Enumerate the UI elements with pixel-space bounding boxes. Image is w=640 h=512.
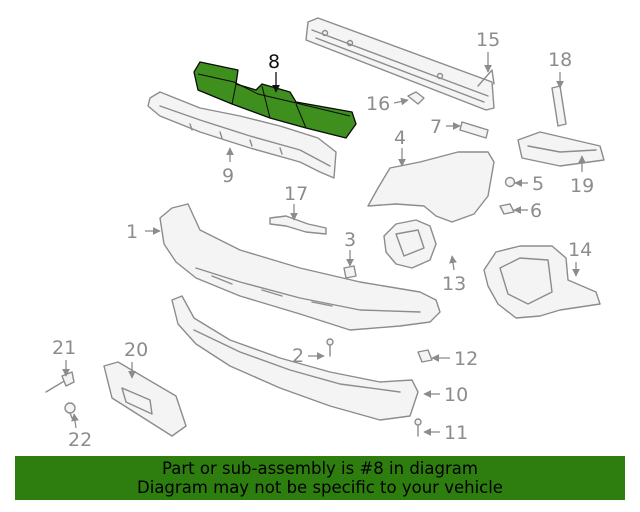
part-14-bezel[interactable] xyxy=(483,245,601,319)
part-7-bracket[interactable] xyxy=(459,121,489,139)
callout-16: 16 xyxy=(366,93,390,115)
banner-line-1: Part or sub-assembly is #8 in diagram xyxy=(162,459,478,478)
callout-8: 8 xyxy=(268,51,280,73)
callout-10: 10 xyxy=(444,384,468,406)
callout-12: 12 xyxy=(454,348,478,370)
part-4-fascia-extension[interactable] xyxy=(367,151,495,223)
part-3-clip[interactable] xyxy=(343,265,357,279)
callout-leaders xyxy=(62,52,586,436)
callout-17: 17 xyxy=(284,183,308,205)
part-5-fastener[interactable] xyxy=(504,176,516,188)
callout-15: 15 xyxy=(476,29,500,51)
part-2-stud[interactable] xyxy=(326,338,334,357)
callout-5: 5 xyxy=(532,173,544,195)
callout-6: 6 xyxy=(530,200,542,222)
notice-banner: Part or sub-assembly is #8 in diagram Di… xyxy=(15,456,625,500)
callout-22: 22 xyxy=(68,429,92,451)
part-15-reinforcement-bar[interactable] xyxy=(305,17,495,111)
callout-11: 11 xyxy=(444,422,468,444)
part-19-bracket[interactable] xyxy=(517,131,605,167)
callout-19: 19 xyxy=(570,175,594,197)
part-11-screw[interactable] xyxy=(414,418,422,437)
callout-13: 13 xyxy=(442,273,466,295)
callout-3: 3 xyxy=(344,229,356,251)
callout-9: 9 xyxy=(222,165,234,187)
part-21-bolt[interactable] xyxy=(45,371,75,393)
callout-7: 7 xyxy=(430,116,442,138)
part-22-push-pin[interactable] xyxy=(64,402,76,419)
callout-14: 14 xyxy=(568,239,592,261)
part-12-nut[interactable] xyxy=(417,349,433,363)
part-10-lower-fascia[interactable] xyxy=(171,295,419,421)
part-16-bolt[interactable] xyxy=(407,91,425,105)
callout-18: 18 xyxy=(548,49,572,71)
part-13-fog-bezel[interactable] xyxy=(383,219,437,269)
part-20-license-bracket[interactable] xyxy=(103,361,187,437)
part-1-bumper-fascia[interactable] xyxy=(159,203,441,331)
parts-diagram: 1 2 3 4 5 6 7 8 9 10 11 12 13 14 15 16 1… xyxy=(45,17,605,451)
part-18-rod[interactable] xyxy=(551,85,567,127)
callout-4: 4 xyxy=(394,127,406,149)
callout-2: 2 xyxy=(292,345,304,367)
callout-1: 1 xyxy=(126,221,138,243)
callout-20: 20 xyxy=(124,339,148,361)
callout-21: 21 xyxy=(52,337,76,359)
part-17-bracket[interactable] xyxy=(269,215,327,235)
banner-line-2: Diagram may not be specific to your vehi… xyxy=(137,478,503,497)
part-6-fastener[interactable] xyxy=(499,203,515,215)
part-9-lower-absorber[interactable] xyxy=(147,91,337,179)
part-8-energy-absorber[interactable] xyxy=(193,61,357,139)
